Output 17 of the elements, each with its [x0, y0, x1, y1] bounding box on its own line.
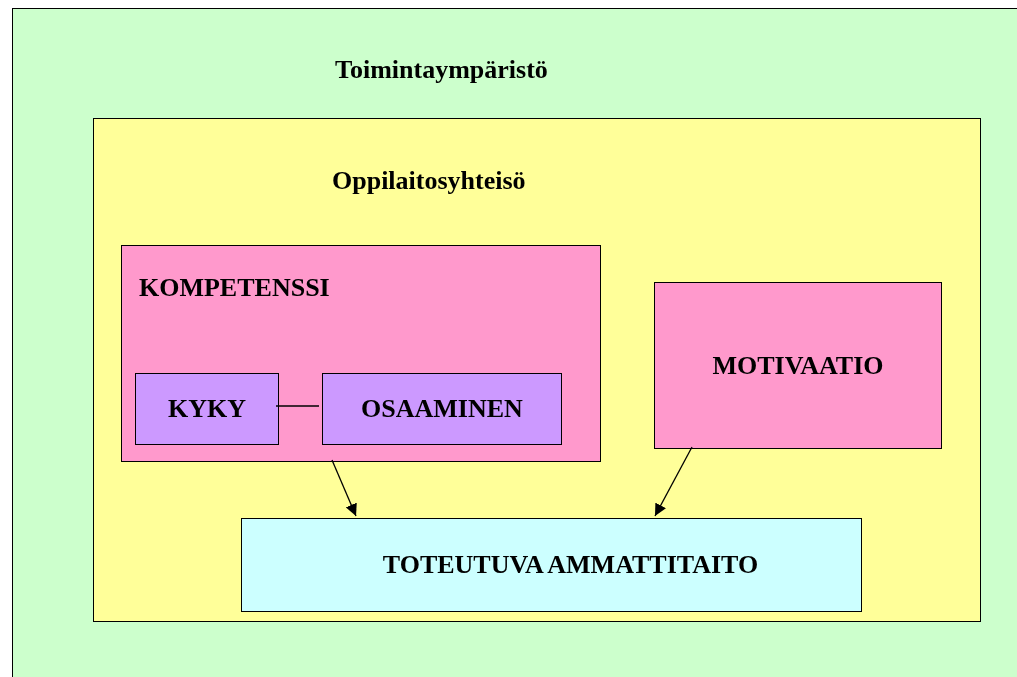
arrow [331, 459, 357, 517]
box-label: KYKY [168, 394, 246, 424]
box-label: TOTEUTUVA AMMATTITAITO [381, 550, 759, 580]
group-heading: Oppilaitosyhteisö [332, 166, 526, 196]
concept-box [654, 282, 942, 449]
concept-box [135, 373, 279, 445]
group-box [121, 245, 601, 462]
group-box [12, 8, 1017, 677]
group-heading: KOMPETENSSI [139, 273, 330, 303]
connector-line [275, 405, 320, 407]
group-box [93, 118, 981, 622]
box-label: OSAAMINEN [361, 394, 523, 424]
concept-box [322, 373, 562, 445]
box-label: MOTIVAATIO [712, 350, 884, 381]
concept-box [241, 518, 862, 612]
group-heading: Toimintaympäristö [335, 55, 548, 85]
arrow [654, 446, 693, 517]
